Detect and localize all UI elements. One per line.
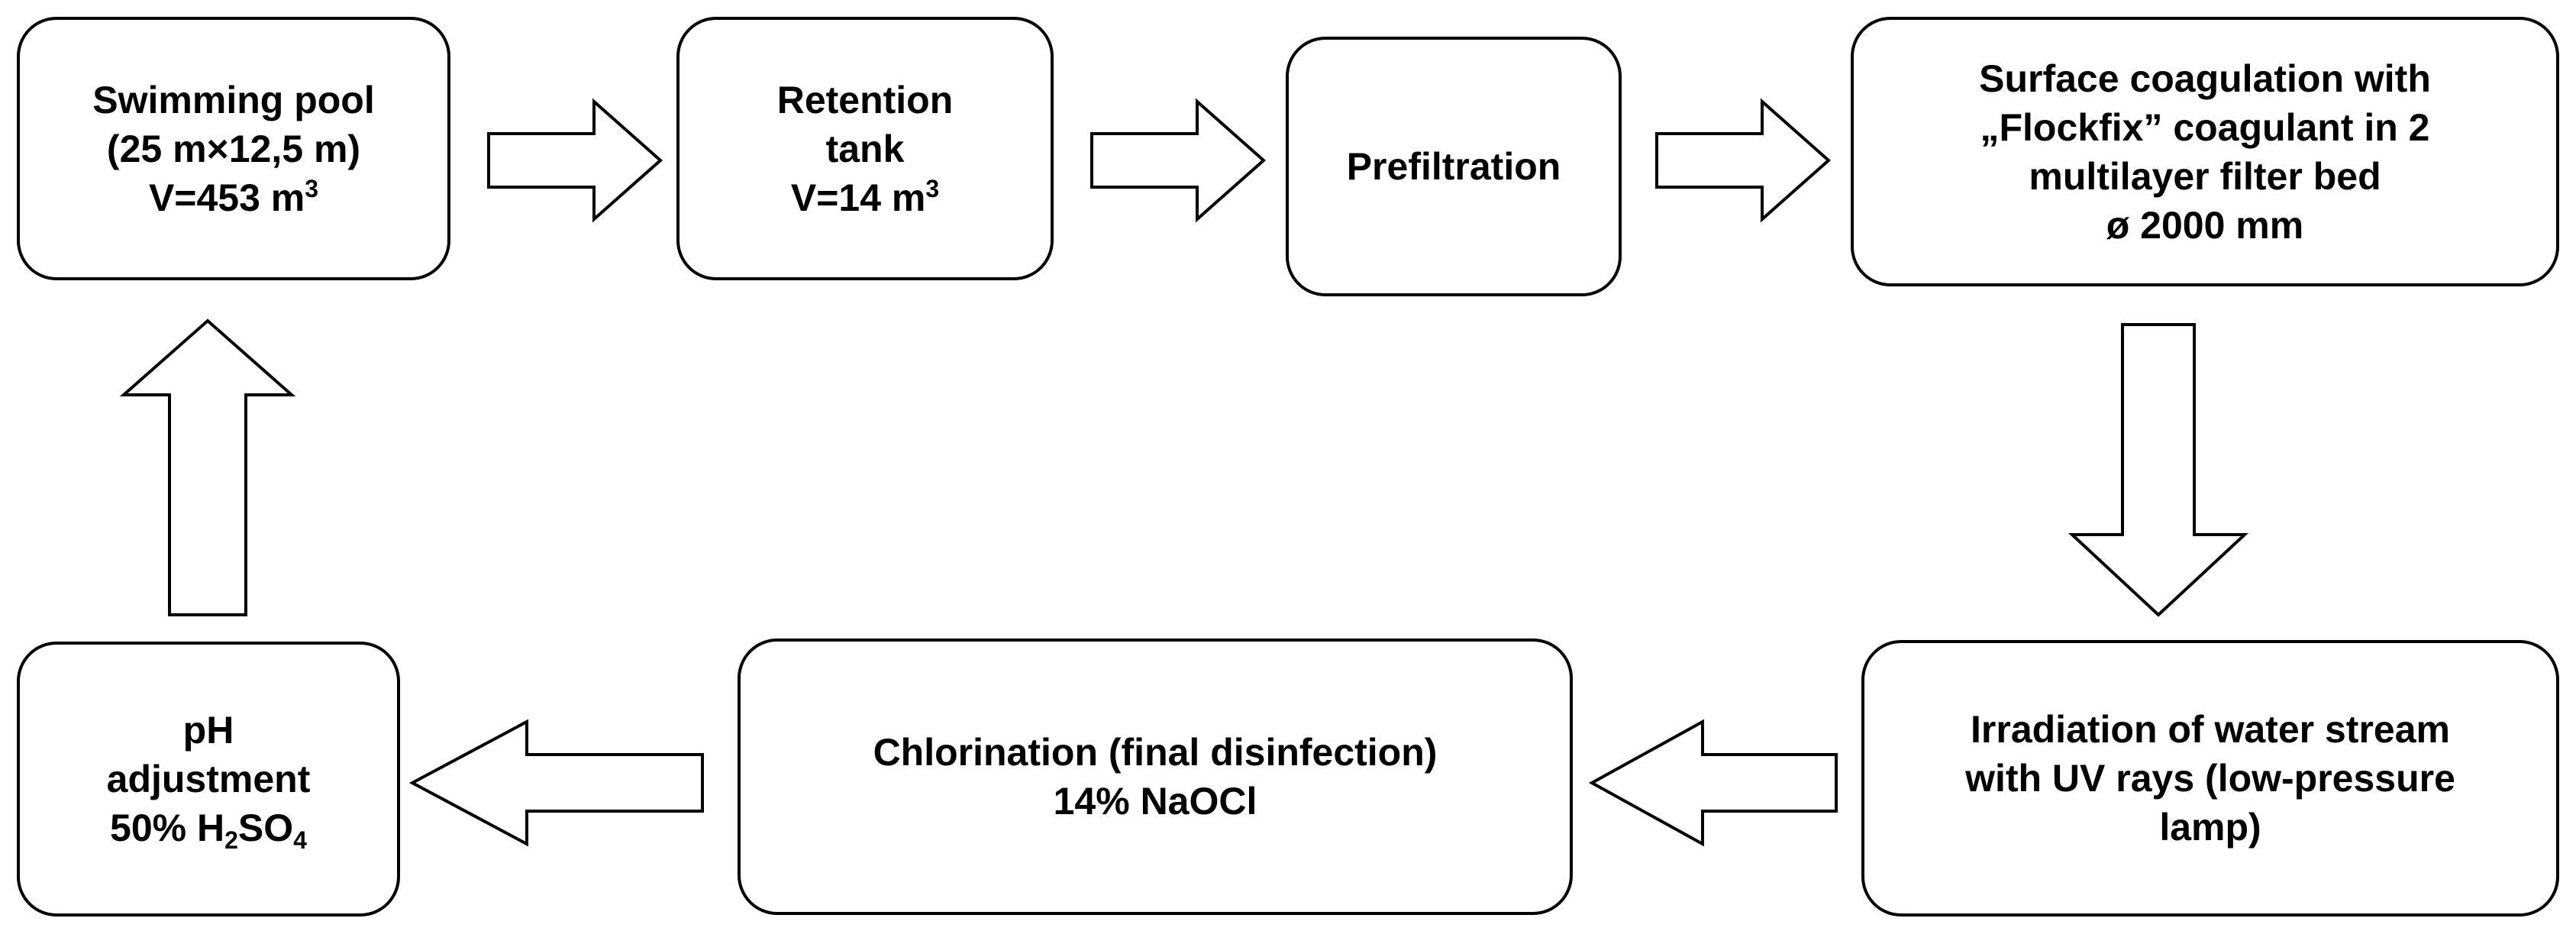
chlorination-line-2: 14% NaOCl bbox=[1053, 780, 1257, 823]
swimming-pool-dimensions: (25 m×12,5 m) bbox=[106, 127, 361, 170]
ph-adjustment-box: pH adjustment 50% H2SO4 bbox=[17, 642, 400, 917]
retention-tank-title-1: Retention bbox=[776, 78, 954, 121]
uv-irradiation-line-3: lamp) bbox=[2159, 806, 2261, 849]
surface-coagulation-line-1: Surface coagulation with bbox=[1979, 57, 2431, 100]
swimming-pool-box: Swimming pool (25 m×12,5 m) V=453 m3 bbox=[17, 17, 450, 280]
arrow-chlorination-to-ph bbox=[408, 719, 704, 847]
swimming-pool-title: Swimming pool bbox=[92, 78, 375, 121]
arrow-pool-to-retention bbox=[487, 98, 663, 223]
surface-coagulation-line-4: ø 2000 mm bbox=[2106, 203, 2304, 247]
uv-irradiation-line-2: with UV rays (low-pressure bbox=[1965, 757, 2455, 800]
swimming-pool-volume: V=453 m3 bbox=[148, 174, 319, 219]
chlorination-box: Chlorination (final disinfection) 14% Na… bbox=[738, 638, 1573, 915]
surface-coagulation-line-3: multilayer filter bed bbox=[2029, 154, 2381, 198]
arrow-coagulation-to-uv bbox=[2068, 323, 2249, 617]
prefiltration-title: Prefiltration bbox=[1346, 145, 1561, 188]
uv-irradiation-box: Irradiation of water stream with UV rays… bbox=[1861, 640, 2559, 917]
ph-adjustment-line-1: pH bbox=[182, 709, 234, 752]
arrow-prefiltration-to-coagulation bbox=[1655, 98, 1832, 223]
retention-tank-volume: V=14 m3 bbox=[790, 174, 940, 219]
arrow-ph-to-pool bbox=[119, 318, 296, 616]
surface-coagulation-line-2: „Flockfix” coagulant in 2 bbox=[1980, 105, 2430, 149]
arrow-retention-to-prefiltration bbox=[1090, 98, 1267, 223]
ph-adjustment-line-2: adjustment bbox=[106, 758, 311, 800]
retention-tank-title-2: tank bbox=[825, 127, 905, 170]
retention-tank-box: Retention tank V=14 m3 bbox=[676, 17, 1054, 280]
arrow-uv-to-chlorination bbox=[1588, 719, 1838, 847]
uv-irradiation-line-1: Irradiation of water stream bbox=[1971, 708, 2450, 751]
surface-coagulation-box: Surface coagulation with „Flockfix” coag… bbox=[1851, 17, 2559, 286]
ph-adjustment-reagent: 50% H2SO4 bbox=[110, 807, 307, 854]
prefiltration-box: Prefiltration bbox=[1286, 37, 1622, 296]
chlorination-line-1: Chlorination (final disinfection) bbox=[873, 731, 1438, 774]
